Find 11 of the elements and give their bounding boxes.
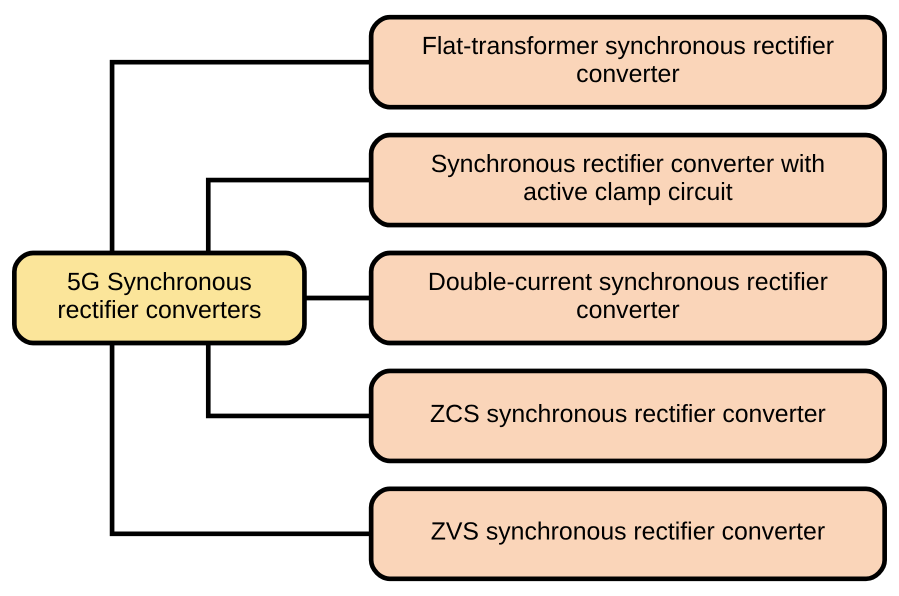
connector	[110, 60, 371, 253]
connector	[206, 178, 372, 253]
connector	[110, 343, 371, 536]
connector	[305, 296, 371, 300]
node-box: Flat-transformer synchronous rectifier converter	[368, 14, 887, 110]
node-box: 5G Synchronous rectifier converters	[12, 250, 307, 346]
node-box: ZCS synchronous rectifier converter	[368, 368, 887, 464]
node-box: Double-current synchronous rectifier converter	[368, 250, 887, 346]
node-box: Synchronous rectifier converter with active clamp circuit	[368, 132, 887, 228]
connector	[206, 343, 372, 418]
node-box: ZVS synchronous rectifier converter	[368, 486, 887, 582]
